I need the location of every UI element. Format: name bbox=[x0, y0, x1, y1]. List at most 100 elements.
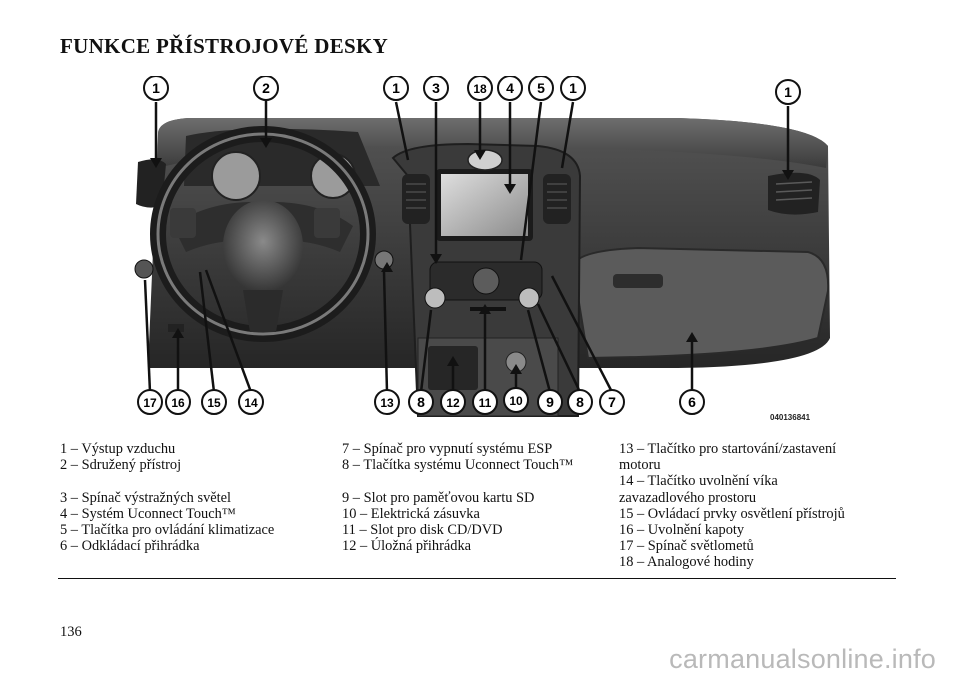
callout-number: 12 bbox=[446, 396, 460, 410]
legend-item: 9 – Slot pro paměťovou kartu SD bbox=[342, 489, 535, 506]
callout-6: 6 bbox=[679, 389, 705, 415]
callout-number: 4 bbox=[506, 80, 514, 96]
callout-number: 9 bbox=[546, 394, 554, 410]
climate-center-knob bbox=[472, 267, 500, 295]
callout-circle bbox=[560, 76, 586, 101]
callout-2: 2 bbox=[253, 76, 279, 101]
glovebox bbox=[571, 246, 830, 360]
callout-1: 1 bbox=[560, 76, 586, 101]
callout-number: 8 bbox=[417, 394, 425, 410]
legend-item: 2 – Sdružený přístroj bbox=[60, 457, 182, 474]
center-vent-right bbox=[543, 174, 571, 224]
legend-item bbox=[60, 473, 322, 489]
callout-14: 14 bbox=[238, 389, 264, 415]
legend-item: 8 – Tlačítka systému Uconnect Touch™ bbox=[342, 457, 574, 474]
page-title: FUNKCE PŘÍSTROJOVÉ DESKY bbox=[60, 34, 389, 58]
callout-17: 17 bbox=[137, 389, 163, 415]
callout-number: 14 bbox=[244, 396, 258, 410]
callout-circle bbox=[137, 389, 163, 415]
callout-number: 11 bbox=[479, 396, 492, 410]
legend-item: motoru bbox=[619, 457, 661, 474]
callout-8: 8 bbox=[567, 389, 593, 415]
left-knob bbox=[424, 287, 446, 309]
callout-circle bbox=[423, 76, 449, 101]
right-side-vent bbox=[768, 172, 820, 215]
callout-circle bbox=[165, 389, 191, 415]
headlamp-switch bbox=[134, 259, 154, 279]
right-knob bbox=[518, 287, 540, 309]
callout-circle bbox=[201, 389, 227, 415]
callout-number: 7 bbox=[608, 394, 616, 410]
figure-id: 040136841 bbox=[770, 413, 811, 420]
legend-item: zavazadlového prostoru bbox=[619, 489, 757, 506]
uconnect-screen bbox=[441, 174, 528, 236]
callout-circle bbox=[497, 76, 523, 101]
analog-clock bbox=[467, 149, 503, 171]
callout-number: 10 bbox=[509, 394, 523, 408]
legend-item: 12 – Úložná přihrádka bbox=[342, 538, 472, 555]
leader-lines bbox=[143, 100, 790, 393]
callout-number: 17 bbox=[143, 396, 157, 410]
legend-item: 4 – Systém Uconnect Touch™ bbox=[60, 505, 236, 522]
callout-12: 12 bbox=[440, 389, 466, 415]
callout-circle bbox=[503, 387, 529, 413]
legend-item bbox=[342, 473, 624, 489]
legend-item: 7 – Spínač pro vypnutí systému ESP bbox=[342, 441, 553, 457]
callout-1: 1 bbox=[775, 79, 801, 105]
center-vent-left bbox=[402, 174, 430, 224]
callout-circle bbox=[567, 389, 593, 415]
legend-item: 5 – Tlačítka pro ovládání klimatizace bbox=[60, 522, 275, 539]
callout-circle bbox=[143, 76, 169, 101]
hood-release bbox=[168, 324, 184, 332]
legend-item: 6 – Odkládací přihrádka bbox=[60, 538, 200, 555]
callout-number: 16 bbox=[171, 396, 185, 410]
callout-16: 16 bbox=[165, 389, 191, 415]
legend-item: 13 – Tlačítko pro startování/zastavení bbox=[619, 441, 837, 457]
legend-item: 14 – Tlačítko uvolnění víka bbox=[619, 473, 778, 490]
callout-number: 18 bbox=[473, 82, 487, 96]
callout-circle bbox=[408, 389, 434, 415]
callout-circle bbox=[238, 389, 264, 415]
callout-10: 10 bbox=[503, 387, 529, 413]
callout-circle bbox=[528, 76, 554, 101]
legend-column-1: 1 – Výstup vzduchu 2 – Sdružený přístroj… bbox=[60, 441, 322, 554]
callout-circle bbox=[775, 79, 801, 105]
glovebox-handle bbox=[613, 274, 663, 288]
legend-item: 1 – Výstup vzduchu bbox=[60, 441, 176, 457]
divider bbox=[58, 578, 896, 579]
callout-circle bbox=[599, 389, 625, 415]
watermark: carmanualsonline.info bbox=[669, 644, 936, 674]
callout-3: 3 bbox=[423, 76, 449, 101]
legend-item: 10 – Elektrická zásuvka bbox=[342, 505, 480, 522]
callout-circle bbox=[440, 389, 466, 415]
callout-circle bbox=[679, 389, 705, 415]
callout-9: 9 bbox=[537, 389, 563, 415]
callout-18: 18 bbox=[467, 76, 493, 101]
callout-8: 8 bbox=[408, 389, 434, 415]
legend-column-3: 13 – Tlačítko pro startování/zastavení m… bbox=[619, 441, 894, 571]
callout-number: 6 bbox=[688, 394, 696, 410]
legend-item: 16 – Uvolnění kapoty bbox=[619, 522, 745, 539]
callout-number: 8 bbox=[576, 394, 584, 410]
legend-column-2: 7 – Spínač pro vypnutí systému ESP 8 – T… bbox=[342, 441, 624, 554]
callout-number: 1 bbox=[392, 80, 400, 96]
legend-item: 17 – Spínač světlometů bbox=[619, 538, 754, 555]
callout-number: 3 bbox=[432, 80, 440, 96]
legend-item: 18 – Analogové hodiny bbox=[619, 554, 754, 571]
callout-number: 1 bbox=[152, 80, 160, 96]
callout-number: 1 bbox=[784, 84, 792, 100]
callout-5: 5 bbox=[528, 76, 554, 101]
callout-circle bbox=[383, 76, 409, 101]
legend-item: 11 – Slot pro disk CD/DVD bbox=[342, 522, 503, 539]
callout-1: 1 bbox=[143, 76, 169, 101]
callout-number: 13 bbox=[380, 396, 394, 410]
callout-number: 1 bbox=[569, 80, 577, 96]
callout-circle bbox=[537, 389, 563, 415]
legend-item: 3 – Spínač výstražných světel bbox=[60, 489, 232, 506]
steering-hub bbox=[223, 200, 303, 292]
callout-circle bbox=[253, 76, 279, 101]
callout-13: 13 bbox=[374, 389, 400, 415]
callout-number: 15 bbox=[207, 396, 221, 410]
